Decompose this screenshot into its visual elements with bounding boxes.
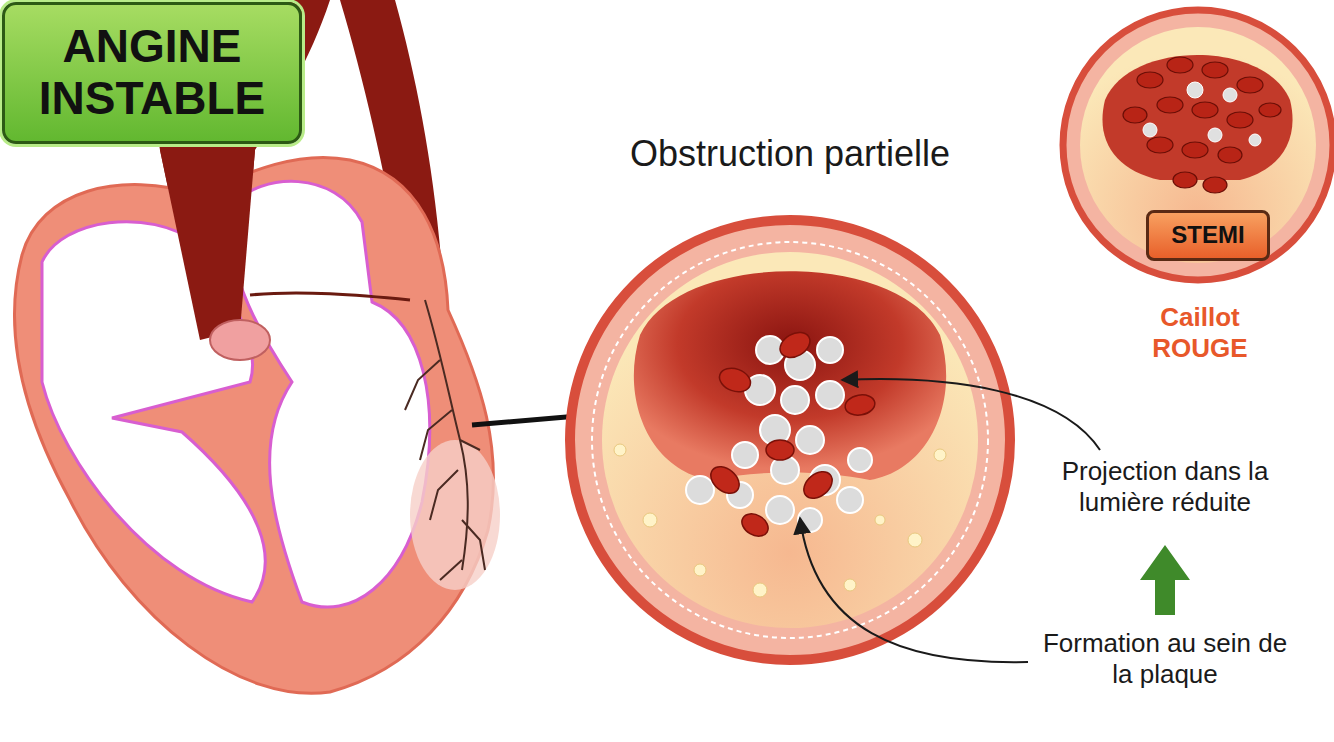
node-text: ANGINE INSTABLE <box>19 21 285 124</box>
section-heading: Obstruction partielle <box>560 132 1020 175</box>
node-text: STEMI <box>1171 222 1244 249</box>
stemi-box: STEMI <box>1146 210 1270 261</box>
clot-label: Caillot ROUGE <box>1130 302 1270 364</box>
callout-arrows <box>800 379 1100 662</box>
artery-cross-section <box>570 220 1010 660</box>
up-arrow <box>1140 545 1190 615</box>
title-box: ANGINE INSTABLE <box>2 2 302 144</box>
occluded-artery <box>1063 10 1333 280</box>
callout-label: Projection dans la lumière réduite <box>1030 456 1300 518</box>
callout-label: Formation au sein de la plaque <box>1030 628 1300 690</box>
